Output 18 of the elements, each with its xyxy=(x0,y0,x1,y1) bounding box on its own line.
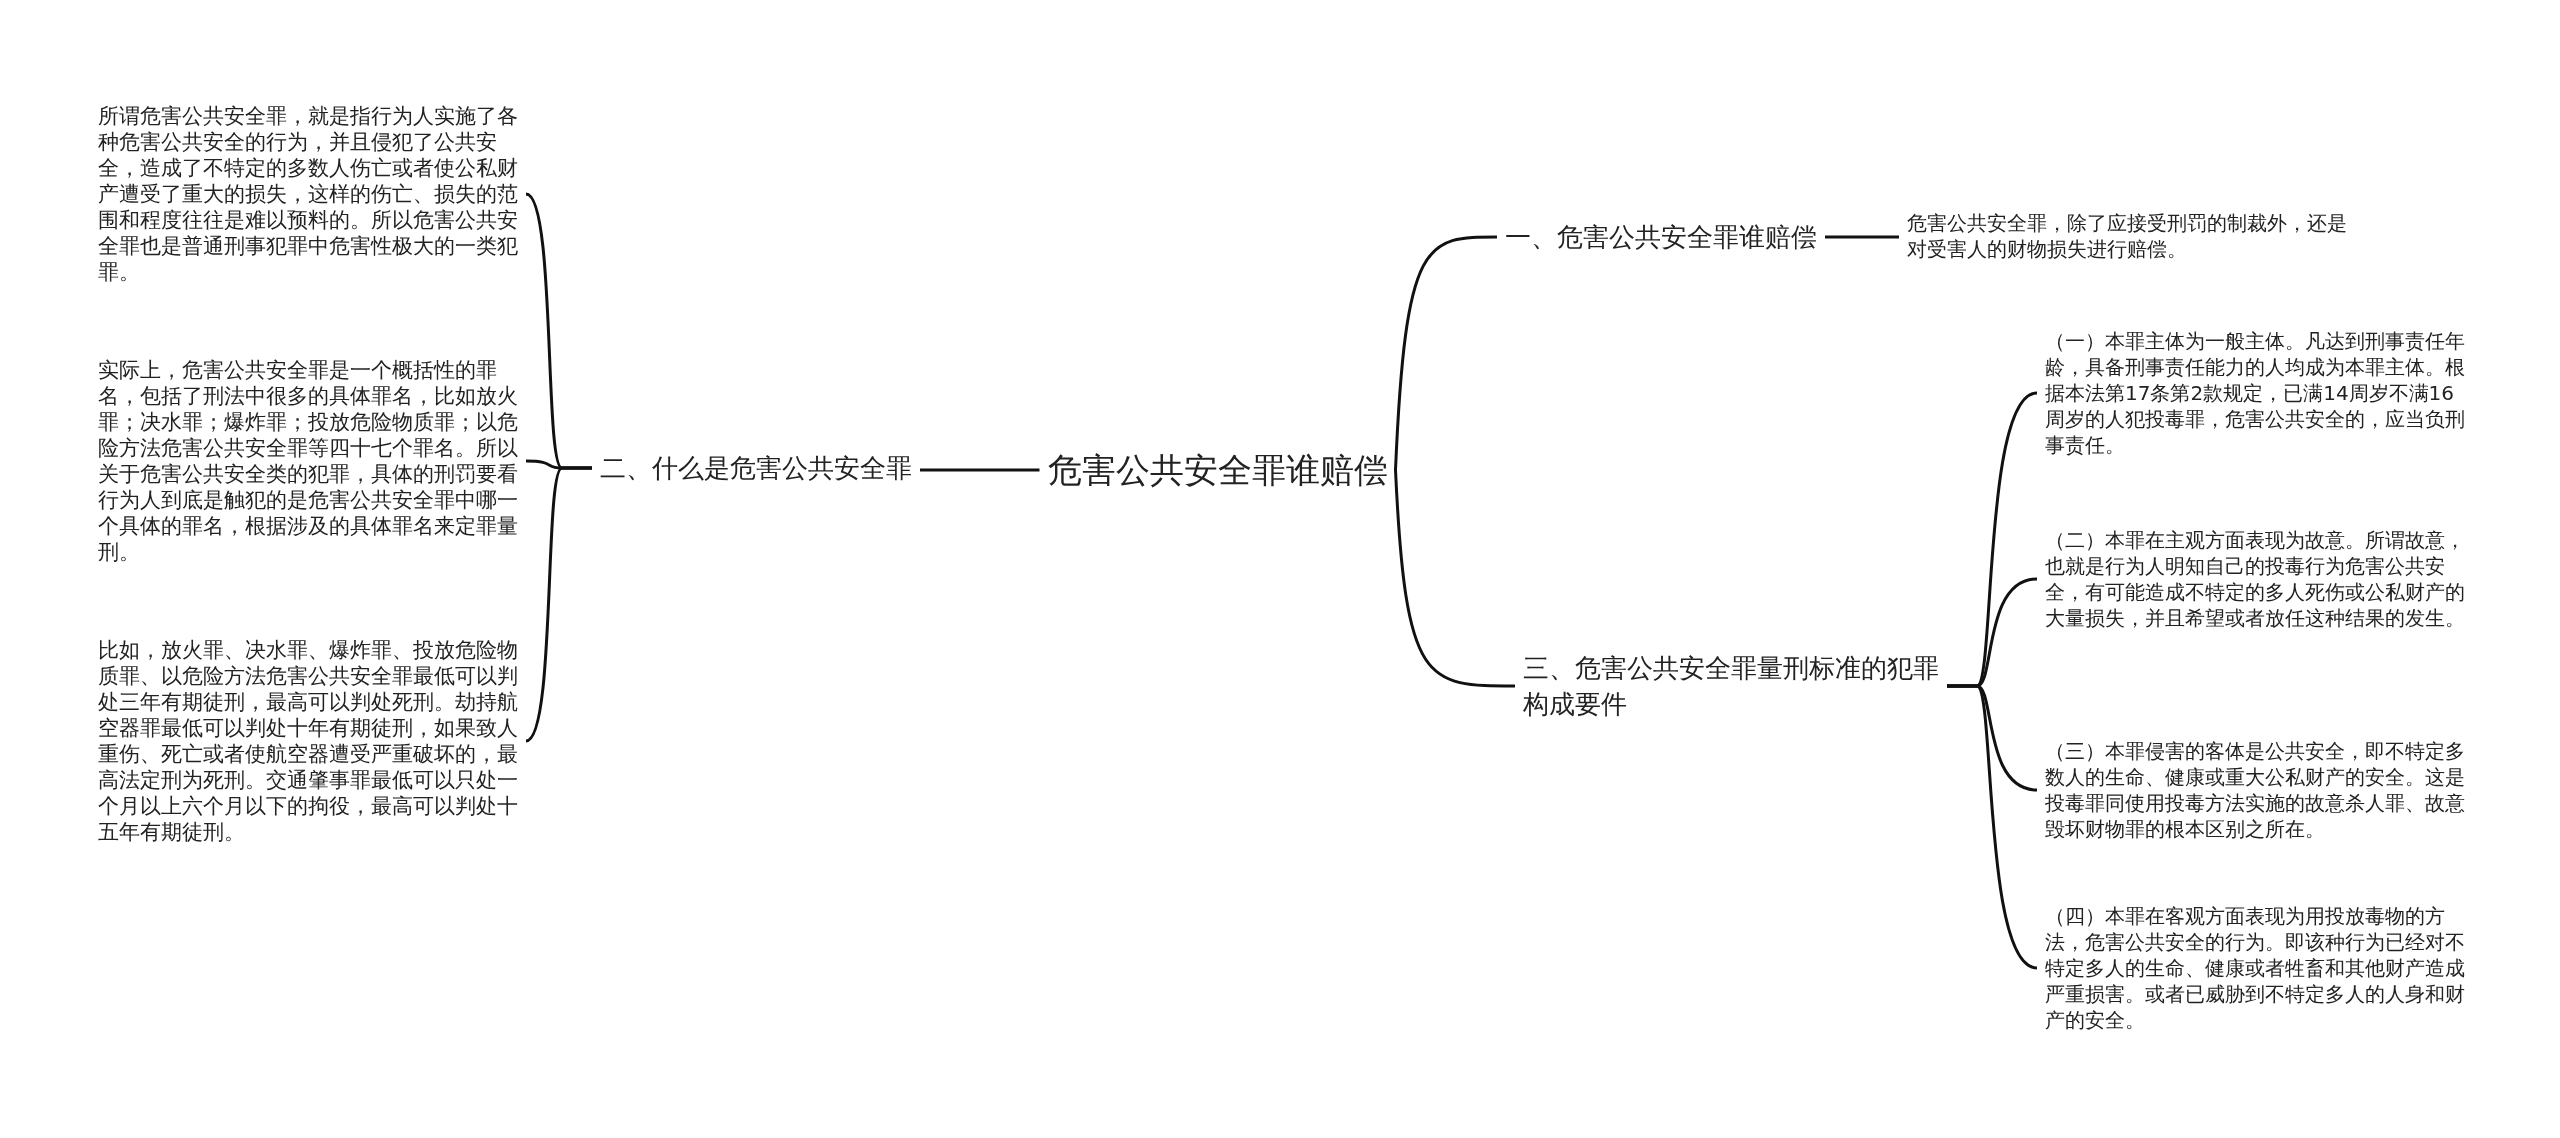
topic-text: 所谓危害公共安全罪，就是指行为人实施了各种危害公共安全的行为，并且侵犯了公共安全，造成了不特定的多数人伤亡或者使公私财产遭受了重大的损失，这样的伤亡、损失的范围和程度往往是难以预料的。所以危害公共安全罪也是普通刑事犯罪中危害性极大的一类犯罪。 xyxy=(98,103,519,285)
topic-text: （四）本罪在客观方面表现为用投放毒物的方法，危害公共安全的行为。即该种行为已经对不特定多人的生命、健康或者牲畜和其他财产造成严重损害。或者已威胁到不特定多人的人身和财产的安全。 xyxy=(2045,903,2465,1033)
connector-line xyxy=(920,468,1040,472)
topic-text: 比如，放火罪、决水罪、爆炸罪、投放危险物质罪、以危险方法危害公共安全罪最低可以判处三年有期徒刑，最高可以判处死刑。劫持航空器罪最低可以判处十年有期徒刑，如果致人重伤、死亡或者使航空器遭受严重破坏的，最高法定刑为死刑。交通肇事罪最低可以只处一个月以上六个月以下的拘役，最高可以判处十五年有期徒刑。 xyxy=(98,637,519,845)
topic-text: （三）本罪侵害的客体是公共安全，即不特定多数人的生命、健康或重大公私财产的安全。这是投毒罪同使用投毒方法实施的故意杀人罪、故意毁坏财物罪的根本区别之所在。 xyxy=(2045,738,2465,842)
connector-line xyxy=(1394,469,1515,688)
branch-topic: 一、危害公共安全罪谁赔偿 xyxy=(1505,221,1818,254)
connector-line xyxy=(1394,235,1497,471)
topic-text: 实际上，危害公共安全罪是一个概括性的罪名，包括了刑法中很多的具体罪名，比如放火罪；决水罪；爆炸罪；投放危险物质罪；以危险方法危害公共安全罪等四十七个罪名。所以关于危害公共安全类的犯罪，具体的刑罚要看行为人到底是触犯的是危害公共安全罪中哪一个具体的罪名，根据涉及的具体罪名来定罪量刑。 xyxy=(98,357,519,565)
branch-topic: 三、危害公共安全罪量刑标准的犯罪构成要件 xyxy=(1523,652,1940,721)
topic-text: （二）本罪在主观方面表现为故意。所谓故意，也就是行为人明知自己的投毒行为危害公共安全，有可能造成不特定的多人死伤或公私财产的大量损失，并且希望或者放任这种结果的发生。 xyxy=(2045,527,2465,631)
connector-line xyxy=(525,466,592,743)
branch-topic: 二、什么是危害公共安全罪 xyxy=(600,452,913,485)
topic-text: （一）本罪主体为一般主体。凡达到刑事责任年龄，具备刑事责任能力的人均成为本罪主体。根据本法第17条第2款规定，已满14周岁不满16周岁的人犯投毒罪，危害公共安全的，应当负刑事责任。 xyxy=(2045,328,2465,458)
connector-line xyxy=(1825,235,1899,239)
central-topic: 危害公共安全罪谁赔偿 xyxy=(1046,449,1389,492)
topic-text: 危害公共安全罪，除了应接受刑罚的制裁外，还是对受害人的财物损失进行赔偿。 xyxy=(1907,210,2347,262)
connector-line xyxy=(1947,684,2038,970)
